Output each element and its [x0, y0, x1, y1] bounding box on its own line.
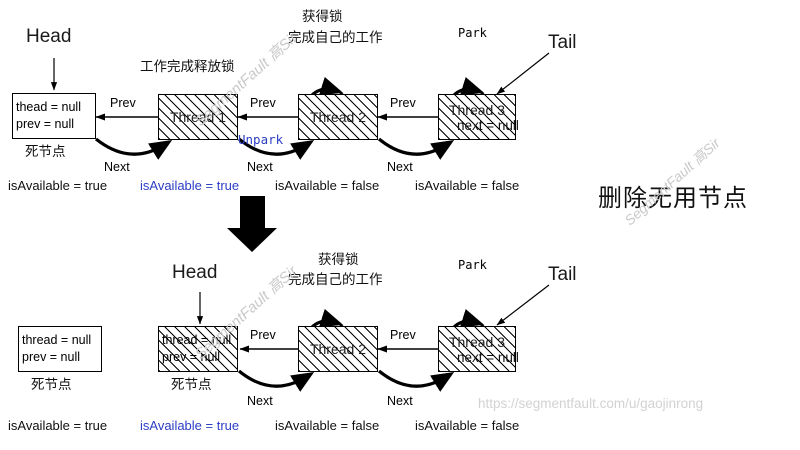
top-unpark-label: Unpark — [238, 132, 284, 147]
top-isavailable-3: isAvailable = false — [415, 178, 520, 193]
bottom-head-node-line2: prev = null — [162, 350, 221, 364]
bottom-isavailable-0: isAvailable = true — [140, 418, 240, 433]
top-head-label: Head — [26, 26, 72, 47]
bottom-head-node-caption: 死节点 — [171, 377, 212, 392]
bottom-dead-node-text: thread = null prev = null — [22, 332, 101, 366]
top-thread2-node: Thread 2 — [298, 94, 378, 140]
bottom-isavailable-2: isAvailable = false — [415, 418, 520, 433]
top-acquire-lock-label: 获得锁 — [302, 9, 343, 24]
bottom-dead-node-line2: prev = null — [22, 350, 81, 364]
top-thread2-node-label: Thread 2 — [309, 109, 367, 125]
bottom-prev-label-1: Prev — [250, 328, 276, 342]
bottom-acquire-lock-label: 获得锁 — [318, 252, 359, 267]
top-head-node: thead = null prev = null — [12, 93, 96, 139]
bottom-next-label-2: Next — [387, 394, 413, 408]
bottom-isavailable-1: isAvailable = false — [275, 418, 380, 433]
top-prev-label-2: Prev — [250, 96, 276, 110]
bottom-thread3-node: Thread 3 next = null — [438, 326, 519, 372]
top-head-node-line1: thead = null — [16, 100, 81, 114]
bottom-park-label: Park — [458, 258, 487, 272]
section-title: 删除无用节点 — [598, 185, 748, 212]
top-next-label-3: Next — [387, 160, 413, 174]
top-head-node-text: thead = null prev = null — [16, 99, 95, 133]
top-head-node-caption: 死节点 — [25, 144, 66, 159]
top-finish-work-label: 完成自己的工作 — [288, 30, 383, 45]
top-tail-label: Tail — [548, 32, 577, 53]
bottom-head-node-line1: thread = null — [162, 333, 232, 347]
bottom-head-node-text: thread = null prev = null — [162, 332, 237, 366]
bottom-thread2-node-label: Thread 2 — [309, 341, 367, 357]
bottom-head-node: thread = null prev = null — [158, 326, 238, 372]
top-head-node-line2: prev = null — [16, 117, 75, 131]
top-isavailable-0: isAvailable = true — [8, 178, 108, 193]
bottom-finish-work-label: 完成自己的工作 — [288, 272, 383, 287]
bottom-dead-node: thread = null prev = null — [18, 326, 102, 372]
bottom-thread2-node: Thread 2 — [298, 326, 378, 372]
bottom-thread3-node-next: next = null — [457, 350, 519, 365]
bottom-next-label-1: Next — [247, 394, 273, 408]
watermark-url: https://segmentfault.com/u/gaojinrong — [478, 396, 704, 411]
top-thread1-node: Thread 1 — [158, 94, 238, 140]
top-prev-label-3: Prev — [390, 96, 416, 110]
top-isavailable-1: isAvailable = true — [140, 178, 240, 193]
top-park-label: Park — [458, 26, 487, 40]
bottom-head-label: Head — [172, 262, 218, 283]
bottom-tail-label: Tail — [548, 264, 577, 285]
top-thread3-node: Thread 3 next = null — [438, 94, 519, 140]
bottom-dead-node-line1: thread = null — [22, 333, 92, 347]
top-next-label-2: Next — [247, 160, 273, 174]
top-isavailable-2: isAvailable = false — [275, 178, 380, 193]
bottom-isavailable-dead: isAvailable = true — [8, 418, 108, 433]
top-next-label-1: Next — [104, 160, 130, 174]
top-prev-label-1: Prev — [110, 96, 136, 110]
top-thread3-node-label: Thread 3 — [448, 102, 506, 118]
bottom-dead-node-caption: 死节点 — [31, 377, 72, 392]
bottom-prev-label-2: Prev — [390, 328, 416, 342]
bottom-thread3-node-label: Thread 3 — [448, 334, 506, 350]
top-thread1-node-label: Thread 1 — [169, 109, 227, 125]
top-thread3-node-next: next = null — [457, 118, 519, 133]
top-release-lock-label: 工作完成释放锁 — [140, 59, 235, 74]
